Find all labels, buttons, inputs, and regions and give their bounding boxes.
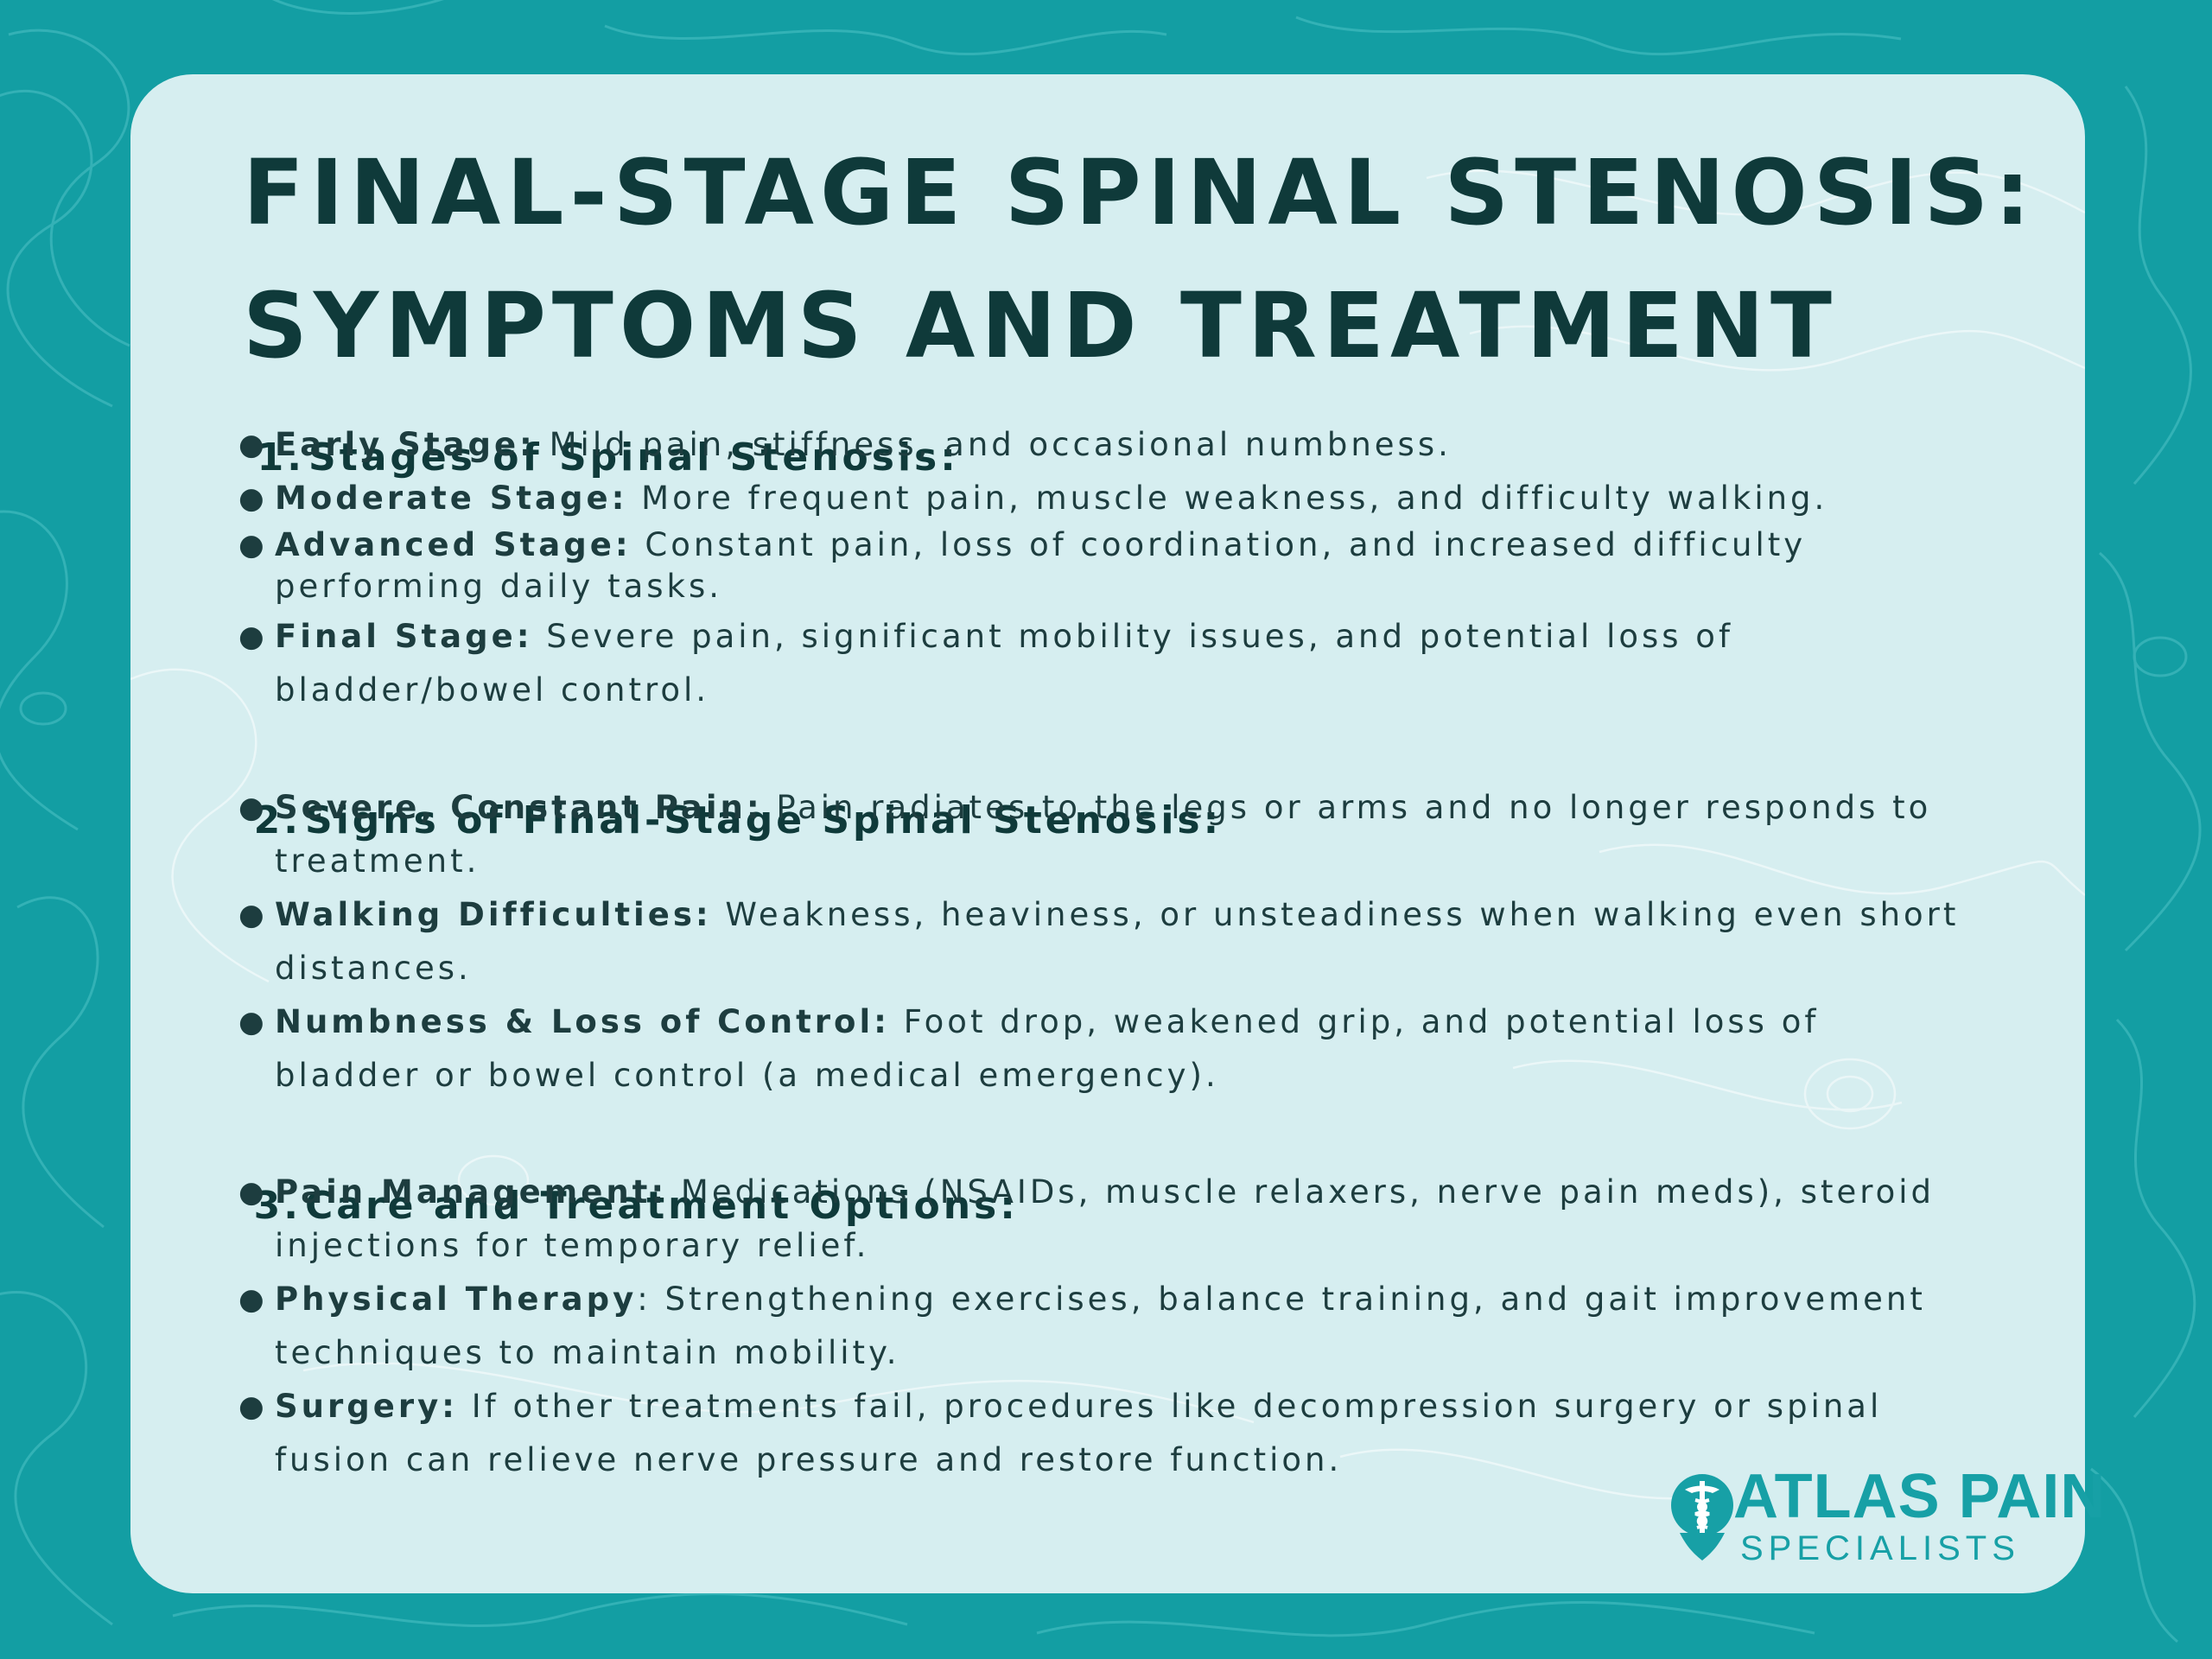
bullet-icon: ● xyxy=(238,1389,268,1424)
list-item: ● Severe, Constant Pain: Pain radiates t… xyxy=(238,781,2001,888)
section-number: 3. xyxy=(253,1184,302,1228)
atlas-caduceus-icon xyxy=(1671,1474,1733,1560)
item-text: Foot drop, weakened grip, and potential … xyxy=(275,1003,1820,1094)
item-term: Moderate Stage: xyxy=(275,480,628,517)
item-text: More frequent pain, muscle weakness, and… xyxy=(641,480,1828,517)
section-heading-text: Signs of Final-Stage Spinal Stenosis: xyxy=(305,798,1223,842)
item-term: Severe, Constant Pain: xyxy=(275,789,763,826)
section-heading-stages: 1.Stages of Spinal Stenosis: xyxy=(257,435,959,480)
atlas-pain-specialists-logo: ATLAS PAIN SPECIALISTS xyxy=(1668,1462,2105,1574)
bullet-icon: ● xyxy=(238,428,268,462)
bullet-icon: ● xyxy=(238,898,268,932)
list-item: ● Moderate Stage: More frequent pain, mu… xyxy=(238,472,2001,525)
content-card: FINAL-STAGE SPINAL STENOSIS: SYMPTOMS AN… xyxy=(130,74,2085,1593)
logo-text-atlas-pain: ATLAS PAIN xyxy=(1733,1462,2107,1531)
bullet-icon: ● xyxy=(238,481,268,516)
item-text: Pain radiates to the legs or arms and no… xyxy=(275,789,1932,880)
item-text: If other treatments fail, procedures lik… xyxy=(275,1388,1883,1478)
section-number: 2. xyxy=(253,798,302,842)
logo-text-specialists: SPECIALISTS xyxy=(1740,1529,2020,1567)
item-term: Advanced Stage: xyxy=(275,526,632,563)
section-heading-care: 3.Care and Treatment Options: xyxy=(253,1184,1019,1228)
bullet-icon: ● xyxy=(238,620,268,654)
item-text: Severe pain, significant mobility issues… xyxy=(275,618,1733,709)
section-heading-text: Care and Treatment Options: xyxy=(305,1184,1019,1228)
item-term: Physical Therapy xyxy=(275,1281,638,1318)
bullet-icon: ● xyxy=(238,1282,268,1317)
item-term: Surgery: xyxy=(275,1388,458,1425)
item-text: Mild pain, stiffness, and occasional num… xyxy=(549,426,1452,463)
list-item: ● Advanced Stage: Constant pain, loss of… xyxy=(238,524,1932,607)
item-term: Numbness & Loss of Control: xyxy=(275,1003,890,1040)
section-heading-signs: 2.Signs of Final-Stage Spinal Stenosis: xyxy=(253,798,1222,842)
bullet-icon: ● xyxy=(238,791,268,825)
item-text: Constant pain, loss of coordination, and… xyxy=(275,526,1807,605)
bullet-icon: ● xyxy=(238,1175,268,1210)
item-term: Pain Management: xyxy=(275,1173,668,1211)
list-item: ● Walking Difficulties: Weakness, heavin… xyxy=(238,888,2001,995)
page-title: FINAL-STAGE SPINAL STENOSIS: SYMPTOMS AN… xyxy=(243,126,2057,392)
title-line-1: FINAL-STAGE SPINAL STENOSIS: xyxy=(243,140,2037,245)
list-item: ● Physical Therapy: Strengthening exerci… xyxy=(238,1273,2001,1380)
item-term: Early Stage: xyxy=(275,426,536,463)
list-item: ● Numbness & Loss of Control: Foot drop,… xyxy=(238,995,1932,1103)
item-term: Walking Difficulties: xyxy=(275,896,712,933)
section-heading-text: Stages of Spinal Stenosis: xyxy=(308,435,959,480)
title-line-2: SYMPTOMS AND TREATMENT xyxy=(243,273,1838,378)
list-item: ● Early Stage: Mild pain, stiffness, and… xyxy=(238,418,2001,472)
section-number: 1. xyxy=(257,435,305,480)
list-item: ● Surgery: If other treatments fail, pro… xyxy=(238,1380,2001,1487)
item-term: Final Stage: xyxy=(275,618,533,655)
item-text: Weakness, heaviness, or unsteadiness whe… xyxy=(275,896,1960,987)
bullet-icon: ● xyxy=(238,1005,268,1039)
item-text: : Strengthening exercises, balance train… xyxy=(275,1281,1926,1371)
list-item: ● Pain Management: Medications (NSAIDs, … xyxy=(238,1166,2001,1273)
item-text: Medications (NSAIDs, muscle relaxers, ne… xyxy=(275,1173,1936,1264)
list-item: ● Final Stage: Severe pain, significant … xyxy=(238,610,1932,717)
bullet-icon: ● xyxy=(238,528,268,563)
